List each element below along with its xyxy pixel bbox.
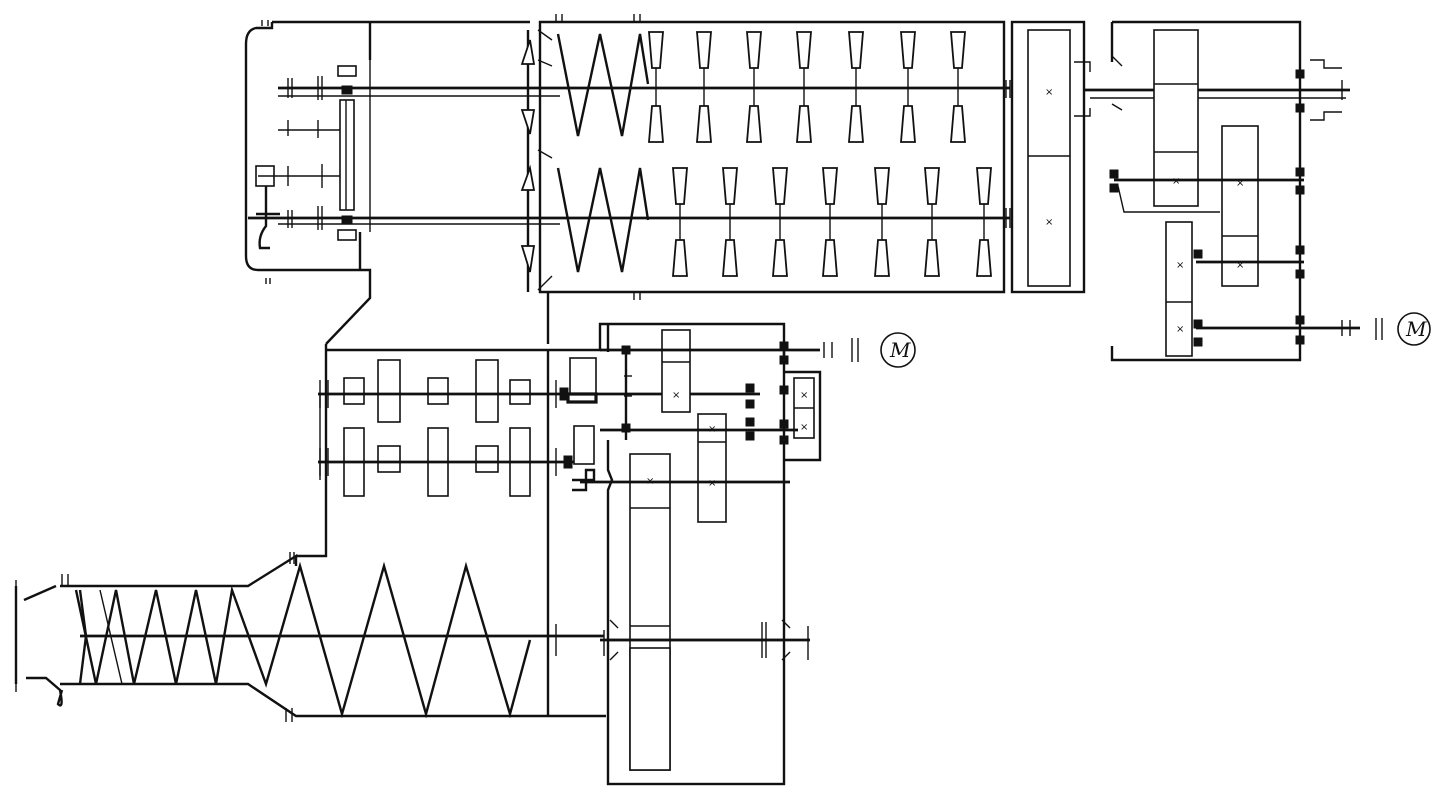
rotor-blade [796, 105, 812, 143]
gear-mark: × [1045, 217, 1053, 228]
upper-rotor-shaft [278, 86, 1010, 97]
coupling-gear-panel: × × [1005, 20, 1091, 294]
rotor-blade [722, 239, 738, 277]
rotor-blade [900, 105, 916, 143]
lower-inlet-stage [556, 167, 650, 273]
rotor-blade [900, 31, 916, 69]
gear-mark: × [1236, 178, 1244, 189]
lower-gear-case [547, 619, 810, 786]
upper-rotor-blades [648, 31, 966, 143]
gear-mark: × [672, 390, 680, 401]
gear-mark: × [1176, 324, 1184, 335]
rotor-blade [848, 31, 864, 69]
rotor-blade [696, 31, 712, 69]
center-gearbox-right: × × × × × × [580, 329, 822, 771]
rotor-blade [672, 167, 688, 205]
rotor-blade [796, 31, 812, 69]
rotor-blade [722, 167, 738, 205]
gear-mark: × [800, 390, 808, 401]
rotor-blade [822, 167, 838, 205]
rotor-blade [648, 105, 664, 143]
top-right-gearbox: × × × × × [1084, 20, 1360, 362]
right-motor: M [1341, 312, 1431, 346]
gear-mark: × [1045, 87, 1053, 98]
compressor-casing [520, 14, 1006, 300]
upper-inlet-stage [556, 33, 650, 137]
lower-rotor-shaft [248, 216, 1010, 225]
rotor-blade [746, 31, 762, 69]
rotor-blade [976, 239, 992, 277]
rotor-blade [648, 31, 664, 69]
rotor-blade [874, 167, 890, 205]
rotor-blade [822, 239, 838, 277]
left-housing [244, 20, 530, 284]
center-gearbox [296, 282, 786, 716]
motor-label: M [1405, 317, 1427, 341]
lower-compressor-casing [14, 552, 606, 722]
motor-label: M [889, 338, 911, 362]
rotor-blade [672, 239, 688, 277]
rotor-blade [746, 105, 762, 143]
rotor-blade [696, 105, 712, 143]
rotor-blade [950, 105, 966, 143]
gear-mark: × [1176, 260, 1184, 271]
rotor-blade [772, 167, 788, 205]
gear-mark: × [800, 422, 808, 433]
left-motor: M [823, 332, 916, 368]
rotor-blade [924, 167, 940, 205]
rotor-blade [848, 105, 864, 143]
rotor-blade [874, 239, 890, 277]
rotor-blade [924, 239, 940, 277]
gear-mark: × [1172, 176, 1180, 187]
rotor-blade [976, 167, 992, 205]
gear-mark: × [708, 478, 716, 489]
rotor-blade [772, 239, 788, 277]
rotor-blade [950, 31, 966, 69]
gear-mark: × [1236, 260, 1244, 271]
lower-rotor-blades [672, 167, 992, 277]
